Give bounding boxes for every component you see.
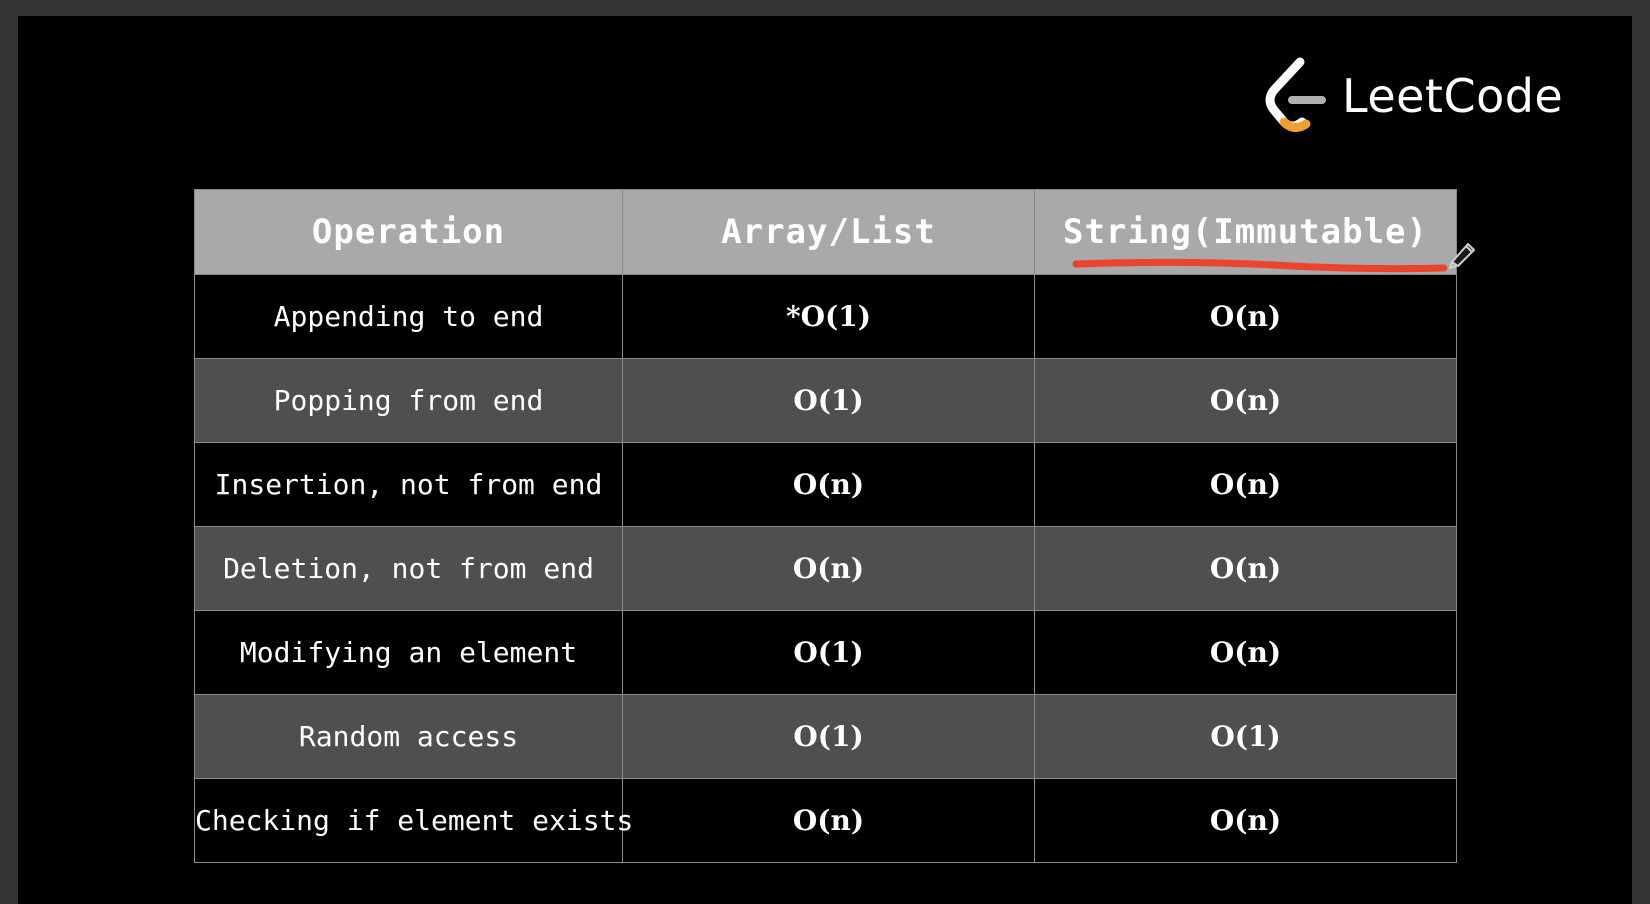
- table-row: Random access O(1) O(1): [194, 694, 1457, 779]
- operation-cell: Random access: [194, 694, 623, 779]
- string-complexity-cell: O(1): [1034, 694, 1457, 779]
- array-complexity-cell: *O(1): [622, 274, 1035, 359]
- complexity-table: Operation Array/List String(Immutable) A…: [194, 189, 1457, 863]
- header-array-list: Array/List: [622, 189, 1035, 275]
- table-header-row: Operation Array/List String(Immutable): [194, 189, 1457, 275]
- red-underline-annotation: [1072, 258, 1448, 273]
- string-complexity-cell: O(n): [1034, 610, 1457, 695]
- string-complexity-cell: O(n): [1034, 358, 1457, 443]
- array-complexity-cell: O(n): [622, 526, 1035, 611]
- pen-icon[interactable]: [1444, 234, 1480, 270]
- leetcode-logo: LeetCode: [1256, 56, 1563, 136]
- leetcode-logo-icon: [1265, 57, 1326, 132]
- operation-cell: Appending to end: [194, 274, 623, 359]
- operation-cell: Checking if element exists: [194, 778, 633, 863]
- string-complexity-cell: O(n): [1034, 274, 1457, 359]
- string-complexity-cell: O(n): [1034, 526, 1457, 611]
- header-operation: Operation: [194, 189, 623, 275]
- array-complexity-cell: O(n): [622, 778, 1035, 863]
- array-complexity-cell: O(1): [622, 694, 1035, 779]
- table-row: Checking if element exists O(n) O(n): [194, 778, 1457, 863]
- table-row: Modifying an element O(1) O(n): [194, 610, 1457, 695]
- operation-cell: Deletion, not from end: [194, 526, 623, 611]
- operation-cell: Modifying an element: [194, 610, 623, 695]
- table-row: Popping from end O(1) O(n): [194, 358, 1457, 443]
- logo-text: LeetCode: [1342, 69, 1564, 123]
- table-row: Deletion, not from end O(n) O(n): [194, 526, 1457, 611]
- operation-cell: Popping from end: [194, 358, 623, 443]
- string-complexity-cell: O(n): [1034, 442, 1457, 527]
- table-row: Insertion, not from end O(n) O(n): [194, 442, 1457, 527]
- array-complexity-cell: O(1): [622, 358, 1035, 443]
- table-row: Appending to end *O(1) O(n): [194, 274, 1457, 359]
- string-complexity-cell: O(n): [1034, 778, 1457, 863]
- array-complexity-cell: O(1): [622, 610, 1035, 695]
- operation-cell: Insertion, not from end: [194, 442, 623, 527]
- array-complexity-cell: O(n): [622, 442, 1035, 527]
